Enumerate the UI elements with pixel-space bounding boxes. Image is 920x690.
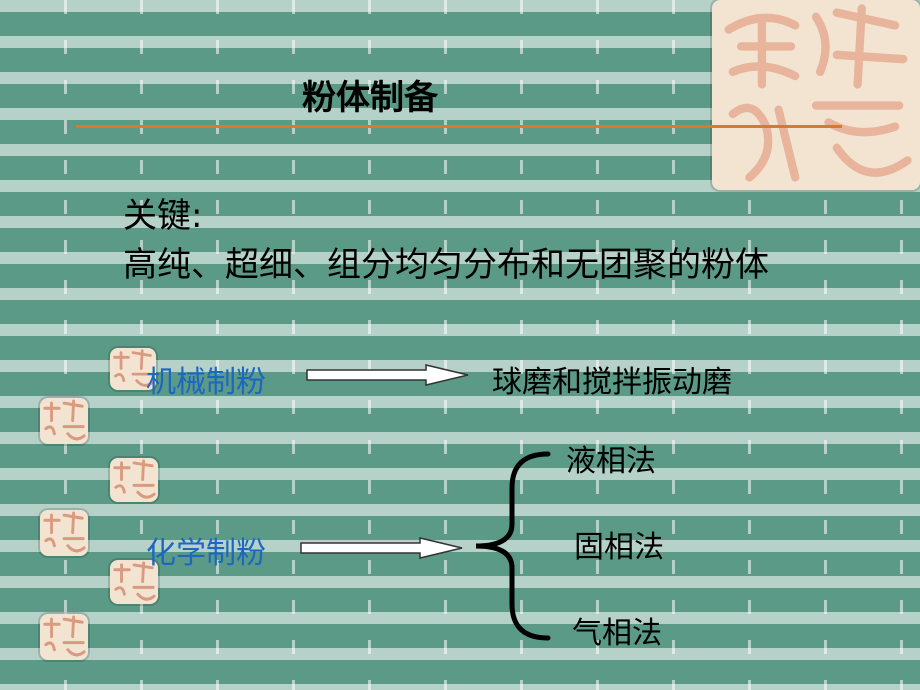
mechanical-method-label: 机械制粉 [146,365,266,400]
curly-brace [475,451,551,641]
title-underline [76,125,842,128]
slide-title: 粉体制备 [302,78,438,118]
arrow-right-icon [306,364,469,386]
solid-phase-method: 固相法 [574,530,664,565]
auspicious-seal-icon [40,614,88,660]
auspicious-seal-icon [712,0,920,190]
liquid-phase-method: 液相法 [566,444,656,479]
chemical-method-label: 化学制粉 [146,536,266,571]
auspicious-seal-icon [40,510,88,556]
auspicious-seal-icon [40,398,88,444]
key-text: 高纯、超细、组分均匀分布和无团聚的粉体 [123,245,769,285]
mechanical-result: 球磨和搅拌振动磨 [492,365,732,400]
arrow-right-icon [300,537,463,559]
auspicious-seal-icon [110,458,158,502]
auspicious-seal-icon [110,348,156,390]
auspicious-seal-icon [110,560,158,604]
key-label: 关键: [123,196,203,236]
gas-phase-method: 气相法 [572,616,662,651]
